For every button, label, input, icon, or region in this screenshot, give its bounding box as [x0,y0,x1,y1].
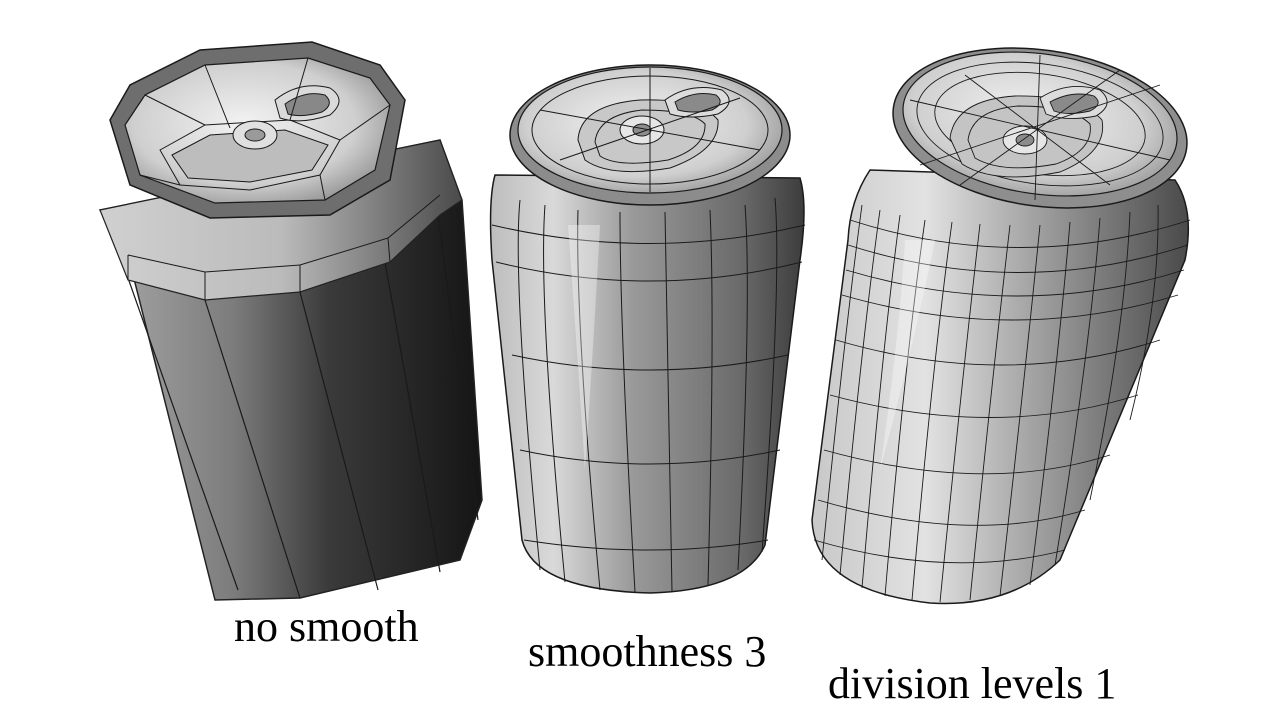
can-smoothness-3 [489,64,806,594]
can-no-smooth [98,41,483,601]
caption-no-smooth: no smooth [234,602,419,651]
caption-division-levels: division levels 1 [828,659,1117,708]
can-division-levels-1 [811,47,1191,605]
caption-smoothness: smoothness 3 [528,627,767,676]
